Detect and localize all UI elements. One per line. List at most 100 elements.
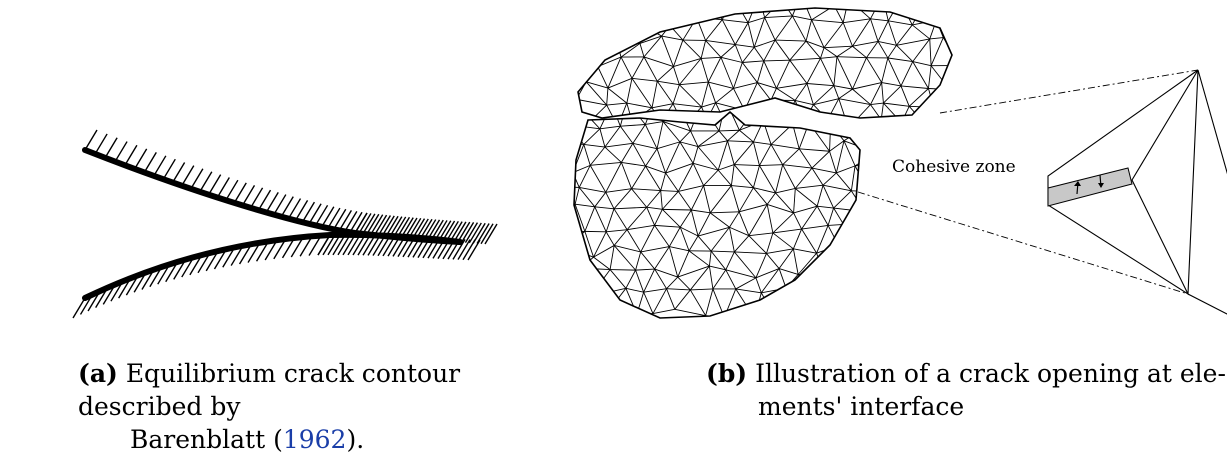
hatch-line xyxy=(73,298,85,318)
mesh-edge xyxy=(901,62,913,86)
hatch-line xyxy=(334,209,346,229)
caption-a-line2: Barenblatt (1962). xyxy=(78,423,560,456)
mesh-edge xyxy=(710,212,739,213)
mesh-edge xyxy=(701,57,721,58)
mesh-edge xyxy=(820,106,854,107)
mesh-edge xyxy=(689,251,709,266)
mesh-edge xyxy=(636,269,655,270)
mesh-edge xyxy=(623,5,632,20)
caption-b-line1: Illustration of a crack opening at ele- xyxy=(755,359,1226,388)
mesh-edge xyxy=(928,88,933,107)
mesh-edge xyxy=(834,0,848,6)
mesh-edge xyxy=(632,189,661,191)
mesh-edge xyxy=(817,185,823,206)
mesh-edge xyxy=(934,107,952,125)
mesh-edge xyxy=(975,44,983,68)
mesh-edge xyxy=(627,225,654,229)
mesh-edge xyxy=(856,249,876,275)
mesh-edge xyxy=(765,16,793,18)
mesh-edge xyxy=(843,19,870,23)
mesh-edge xyxy=(641,225,655,252)
mesh-edge xyxy=(783,165,812,168)
mesh-edge xyxy=(606,192,614,208)
mesh-edge xyxy=(593,47,597,66)
mesh-edge xyxy=(950,87,975,89)
mesh-edge xyxy=(794,213,802,229)
mesh-edge xyxy=(755,316,775,319)
mesh-edge xyxy=(936,6,945,20)
mesh-edge xyxy=(851,166,855,191)
mesh-edge xyxy=(724,289,735,317)
mesh-edge xyxy=(584,129,600,145)
mesh-edge xyxy=(767,204,773,233)
mesh-edge xyxy=(798,253,816,274)
mesh-edge xyxy=(824,48,837,57)
lower-crack-face xyxy=(85,235,460,298)
figure-a: (a) Equilibrium crack contour described … xyxy=(0,0,560,443)
hatch-line xyxy=(226,180,238,200)
mesh-edge xyxy=(754,18,764,48)
mesh-edge xyxy=(579,47,593,67)
citation-year-link[interactable]: 1962 xyxy=(283,425,347,454)
mesh-edge xyxy=(884,224,898,254)
mesh-edge xyxy=(790,60,807,83)
mesh-edge xyxy=(900,121,908,150)
mesh-edge xyxy=(729,212,739,227)
mesh-edge xyxy=(870,19,878,42)
mesh-edge xyxy=(878,21,888,42)
mesh-edge xyxy=(632,57,644,78)
mesh-edge xyxy=(876,127,888,152)
mesh-edge xyxy=(829,316,847,318)
hatch-line xyxy=(345,211,357,231)
mesh-edge xyxy=(733,62,742,88)
mesh-edge xyxy=(775,40,806,41)
mesh-edge xyxy=(888,208,906,213)
mesh-edge xyxy=(766,233,772,254)
mesh-edge xyxy=(579,187,606,192)
mesh-edge xyxy=(975,87,987,103)
mesh-edge xyxy=(564,294,574,319)
mesh-edge xyxy=(855,275,876,294)
mesh-edge xyxy=(847,294,855,318)
mesh-edge xyxy=(704,186,711,213)
mesh-edge xyxy=(621,162,631,188)
mesh-edge xyxy=(626,288,644,292)
mesh-edge xyxy=(801,0,811,20)
mesh-edge xyxy=(662,209,680,227)
mesh-edge xyxy=(560,234,566,248)
mesh-edge xyxy=(902,294,903,308)
zoom-line-top xyxy=(940,70,1198,113)
mesh-edge xyxy=(900,0,927,1)
mesh-edge xyxy=(943,38,975,45)
mesh-edge xyxy=(591,296,610,309)
mesh-edge xyxy=(647,191,661,208)
mesh-edge xyxy=(858,127,888,131)
mesh-edge xyxy=(843,0,848,23)
mesh-edge xyxy=(605,143,633,147)
mesh-edge xyxy=(820,108,831,125)
mesh-edge xyxy=(739,130,753,142)
mesh-edge xyxy=(584,0,596,24)
mesh-edge xyxy=(636,270,644,292)
mesh-edge xyxy=(724,317,754,318)
mesh-edge xyxy=(773,233,794,249)
mesh-edge xyxy=(742,47,754,62)
caption-a-label: (a) xyxy=(78,359,118,388)
mesh-edge xyxy=(786,121,804,122)
mesh-edge xyxy=(562,45,579,67)
mesh-edge xyxy=(734,252,756,278)
mesh-edge xyxy=(849,120,882,128)
mesh-edge xyxy=(757,106,779,107)
mesh-edge xyxy=(765,0,782,18)
mesh-edge xyxy=(936,18,958,20)
mesh-edge xyxy=(868,191,888,208)
mesh-edge xyxy=(928,88,949,89)
mesh-edge xyxy=(733,0,748,23)
mesh-edge xyxy=(657,81,673,104)
mesh-edge xyxy=(669,247,677,278)
mesh-edge xyxy=(691,103,702,131)
mesh-edge xyxy=(626,270,636,288)
mesh-edge xyxy=(824,23,843,48)
mesh-edge xyxy=(882,0,888,21)
hatch-line xyxy=(363,235,375,255)
